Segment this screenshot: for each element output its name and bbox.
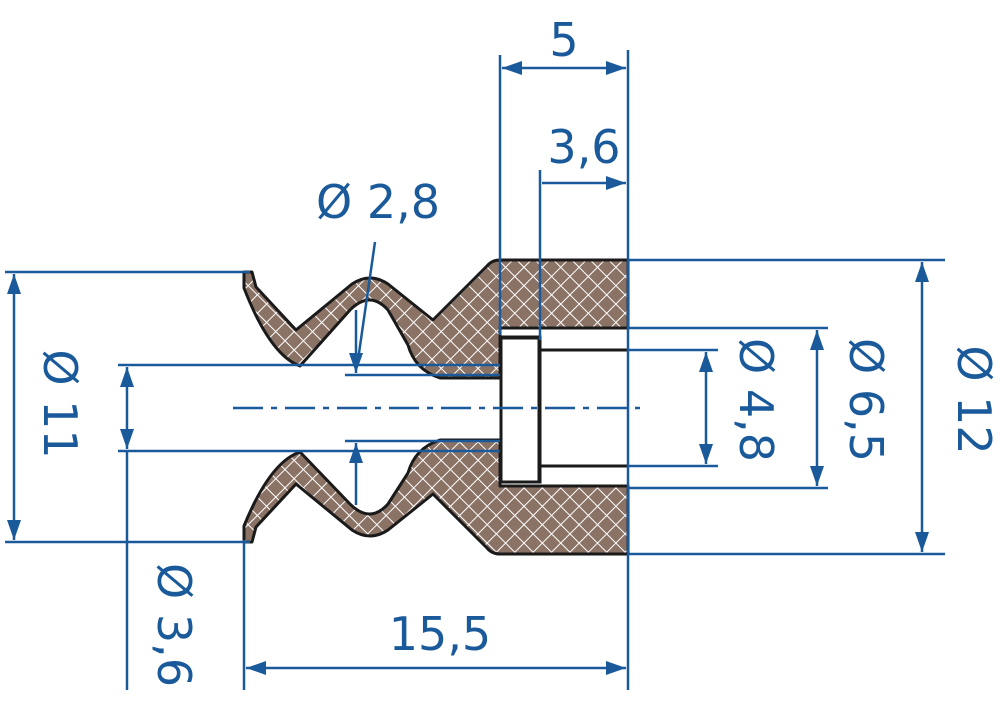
bore-cavity: [499, 336, 541, 484]
label-width-5: 5: [549, 13, 578, 67]
dim-leader-dia-2-8: [356, 241, 377, 361]
neck-inner-outline: [540, 348, 628, 468]
bellows-lower-section: [242, 438, 630, 556]
label-dia-2-8: Ø 2,8: [316, 175, 440, 229]
bellows-upper-section: [242, 258, 630, 380]
label-dia-11: Ø 11: [33, 349, 87, 458]
dimension-lines: [5, 50, 945, 690]
label-dia-6-5: Ø 6,5: [839, 338, 893, 462]
label-length-15-5: 15,5: [389, 607, 491, 661]
dimension-labels: 5 3,6 Ø 2,8 15,5 Ø 11 Ø 3,6 Ø 4,8 Ø 6,5 …: [33, 13, 1000, 687]
label-dia-3-6: Ø 3,6: [147, 563, 201, 687]
label-width-3-6: 3,6: [547, 120, 620, 174]
label-dia-4-8: Ø 4,8: [729, 338, 783, 462]
bellows-body: [242, 258, 630, 556]
label-dia-12: Ø 12: [947, 345, 1000, 454]
